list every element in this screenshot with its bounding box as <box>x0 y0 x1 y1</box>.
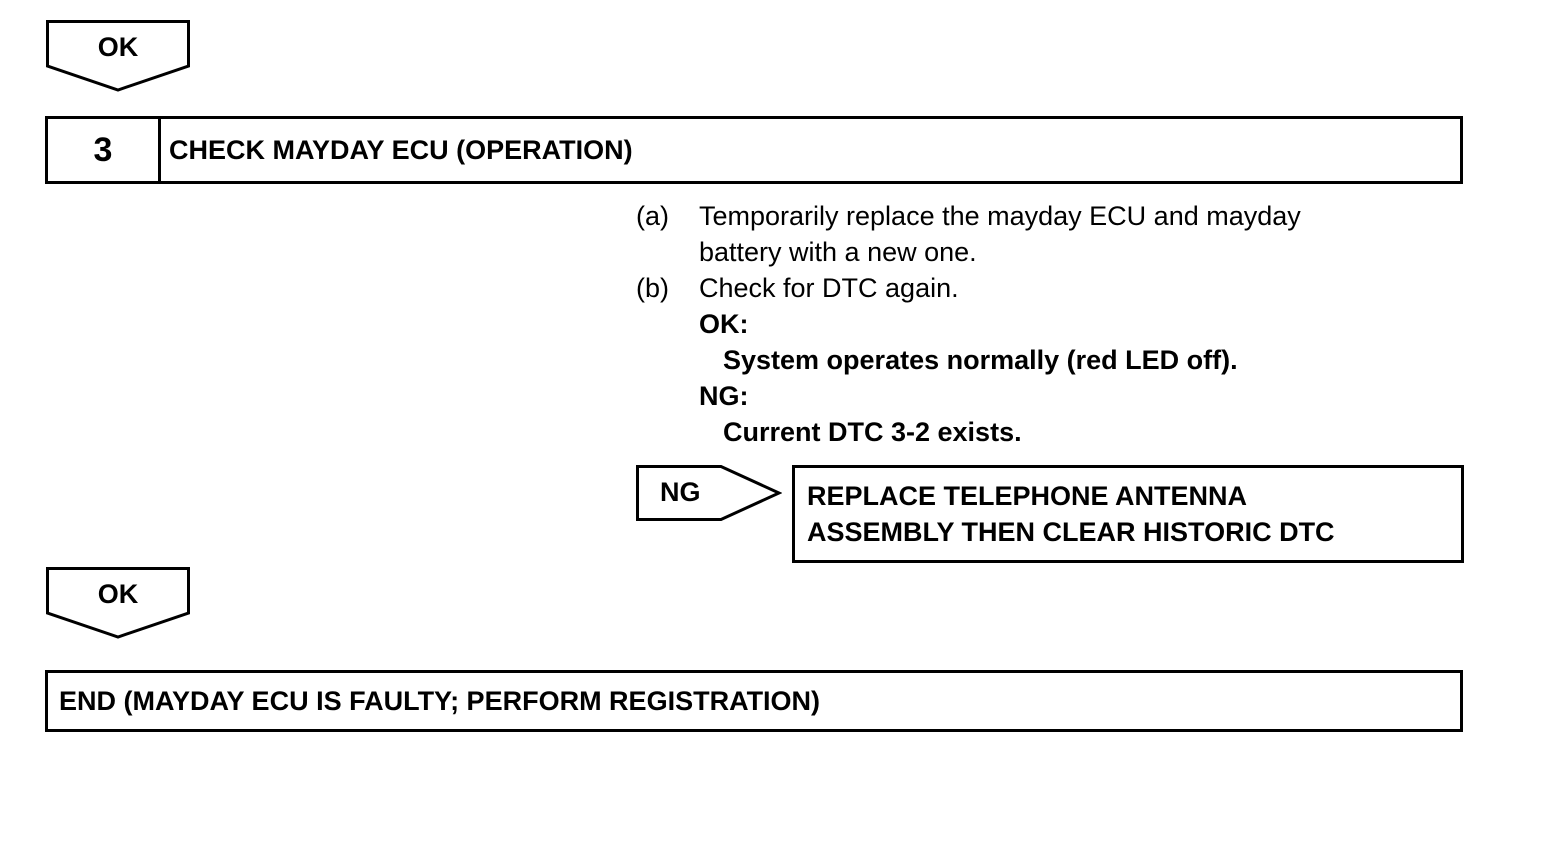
end-label: END (MAYDAY ECU IS FAULTY; PERFORM REGIS… <box>59 686 821 716</box>
ok-flow-arrow-top: OK <box>46 20 190 92</box>
instruction-a-line2: battery with a new one. <box>699 237 977 267</box>
ok-condition-text: System operates normally (red LED off). <box>723 345 1238 375</box>
down-arrow-shape <box>46 567 190 639</box>
ok-flow-arrow-bottom: OK <box>46 567 190 639</box>
instruction-a-marker: (a) <box>636 201 669 231</box>
ng-condition-heading: NG: <box>699 381 749 411</box>
down-arrow-shape <box>46 20 190 92</box>
ng-flow-arrow: NG <box>636 465 782 521</box>
end-box: END (MAYDAY ECU IS FAULTY; PERFORM REGIS… <box>45 670 1463 732</box>
ok-flow-label-bottom: OK <box>97 579 139 609</box>
instruction-b-line1: Check for DTC again. <box>699 273 959 303</box>
ng-condition-text: Current DTC 3-2 exists. <box>723 417 1022 447</box>
ok-condition-heading: OK: <box>699 309 749 339</box>
ok-flow-label-top: OK <box>97 32 139 62</box>
step-title: CHECK MAYDAY ECU (OPERATION) <box>169 135 633 165</box>
right-arrow-shape <box>636 465 782 521</box>
ng-result-line2: ASSEMBLY THEN CLEAR HISTORIC DTC <box>807 517 1335 547</box>
step-header: 3 CHECK MAYDAY ECU (OPERATION) <box>45 116 1463 184</box>
ng-result-box: REPLACE TELEPHONE ANTENNA ASSEMBLY THEN … <box>792 465 1464 563</box>
instruction-b-marker: (b) <box>636 273 669 303</box>
instruction-a-line1: Temporarily replace the mayday ECU and m… <box>699 201 1301 231</box>
ng-result-line1: REPLACE TELEPHONE ANTENNA <box>807 481 1248 511</box>
step-number: 3 <box>48 119 161 181</box>
ng-flow-label: NG <box>660 477 701 507</box>
